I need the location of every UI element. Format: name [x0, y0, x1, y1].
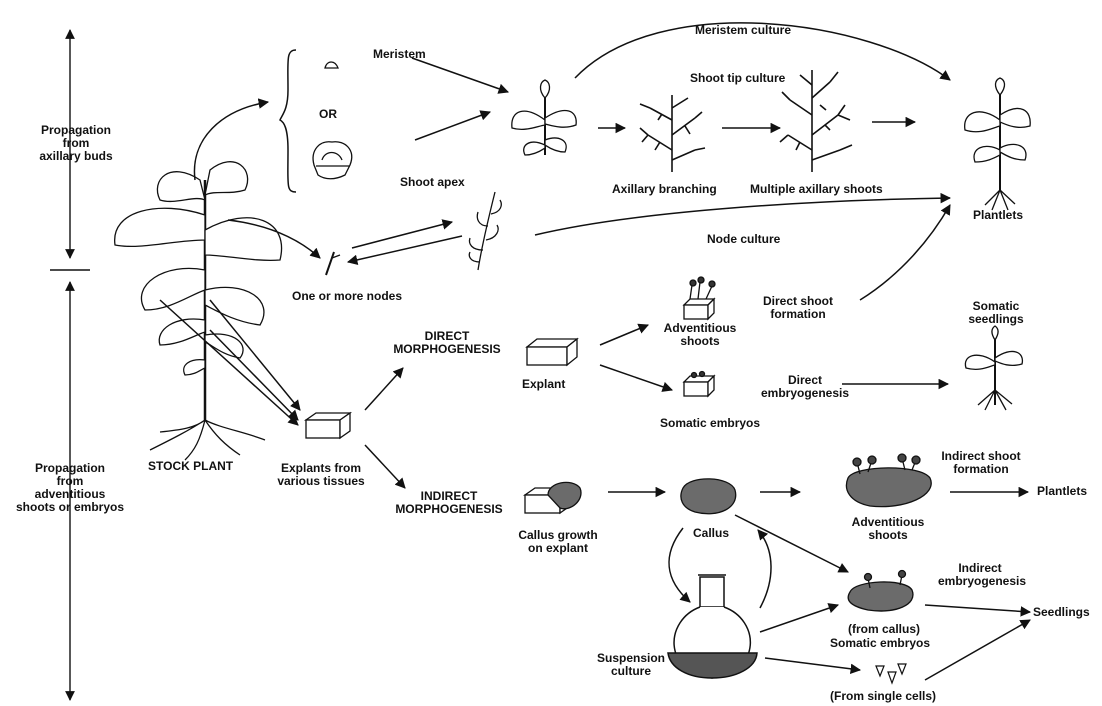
adventitious-shoots-top-label: Adventitious shoots — [660, 322, 740, 348]
somatic-seedling-drawing — [965, 326, 1022, 410]
somatic-embryos-bottom-label: Somatic embryos — [830, 637, 930, 650]
suspension-flask — [668, 575, 757, 678]
dsf-line2: formation — [752, 308, 844, 321]
shoot-tip-culture-label: Shoot tip culture — [690, 72, 785, 85]
callus-growth-label: Callus growth on explant — [515, 529, 601, 555]
shoot-tip-plant — [512, 80, 576, 155]
direct-shoot-formation-label: Direct shoot formation — [752, 295, 844, 321]
stock-plant-drawing — [115, 162, 282, 460]
adv-top-line2: shoots — [660, 335, 740, 348]
direct-embryogenesis-label: Direct embryogenesis — [760, 374, 850, 400]
de-line2: embryogenesis — [760, 387, 850, 400]
indirect-shoot-formation-label: Indirect shoot formation — [936, 450, 1026, 476]
meristem-culture-label: Meristem culture — [695, 24, 791, 37]
multiple-axillary-drawing — [780, 70, 852, 172]
ie-line2: embryogenesis — [938, 575, 1022, 588]
plantlets-top-label: Plantlets — [973, 209, 1023, 222]
multiple-axillary-shoots-label: Multiple axillary shoots — [750, 183, 883, 196]
from-single-cells-label: (From single cells) — [830, 690, 936, 703]
propagation-axillary-label: Propagation from axillary buds — [30, 124, 122, 163]
stock-plant-label: STOCK PLANT — [148, 460, 233, 473]
shoot-apex-label: Shoot apex — [400, 176, 465, 189]
somatic-embryos-top-label: Somatic embryos — [660, 417, 760, 430]
explant-label: Explant — [522, 378, 565, 391]
prop-axillary-line3: axillary buds — [30, 150, 122, 163]
meristem-label: Meristem — [373, 48, 426, 61]
eft-line2: various tissues — [262, 475, 380, 488]
explants-tissues-label: Explants from various tissues — [262, 462, 380, 488]
direct-line2: MORPHOGENESIS — [382, 343, 512, 356]
isf-line2: formation — [936, 463, 1026, 476]
axillary-branching-label: Axillary branching — [612, 183, 717, 196]
node-culture-label: Node culture — [707, 233, 780, 246]
adventitious-shoots-bottom-label: Adventitious shoots — [848, 516, 928, 542]
prop-adv-line4: shoots or embryos — [12, 501, 128, 514]
meristem-apex-drawings — [280, 50, 352, 192]
seedlings-label: Seedlings — [1033, 606, 1090, 619]
im-line2: MORPHOGENESIS — [380, 503, 518, 516]
single-cell-embryos — [876, 664, 906, 683]
direct-morphogenesis-label: DIRECT MORPHOGENESIS — [382, 330, 512, 356]
callus-label: Callus — [693, 527, 729, 540]
sc-line2: culture — [596, 665, 666, 678]
suspension-culture-label: Suspension culture — [596, 652, 666, 678]
adv-bot-line2: shoots — [848, 529, 928, 542]
node-drawings — [326, 192, 501, 275]
from-callus-label: (from callus) — [848, 623, 920, 636]
propagation-adventitious-label: Propagation from adventitious shoots or … — [12, 462, 128, 514]
indirect-embryogenesis-label: Indirect embryogenesis — [938, 562, 1022, 588]
somatic-seedlings-label: Somatic seedlings — [960, 300, 1032, 326]
axillary-branching-drawing — [640, 95, 705, 172]
indirect-morphogenesis-label: INDIRECT MORPHOGENESIS — [380, 490, 518, 516]
ss-line2: seedlings — [960, 313, 1032, 326]
flow-arrows — [160, 23, 1030, 680]
one-or-more-nodes-label: One or more nodes — [292, 290, 402, 303]
plantlet-top-drawing — [965, 78, 1031, 210]
or-label: OR — [319, 108, 337, 121]
cg-line2: on explant — [515, 542, 601, 555]
plantlets-bottom-label: Plantlets — [1037, 485, 1087, 498]
